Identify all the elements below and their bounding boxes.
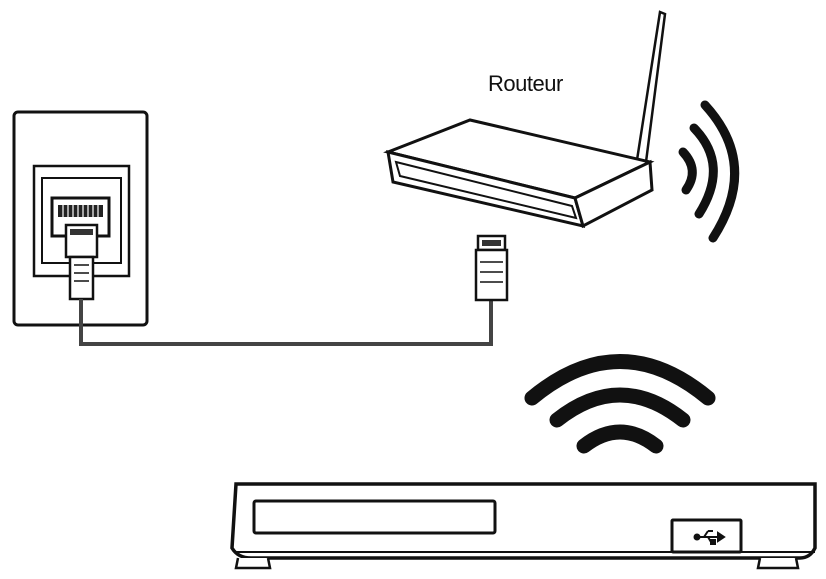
router-side (573, 159, 654, 229)
usb-port (670, 518, 743, 554)
ethernet-port-contacts (58, 205, 103, 217)
wall-socket (12, 110, 149, 327)
disc-tray (252, 499, 497, 535)
rj45-plug-wall (64, 223, 99, 301)
media-player (230, 482, 817, 570)
usb-icon (693, 530, 726, 545)
wifi-signal-icon (524, 354, 716, 454)
router-antenna (635, 10, 667, 164)
ethernet-cable (79, 299, 493, 346)
player-feet (234, 557, 800, 570)
router: Routeur (383, 10, 667, 302)
wifi-waves-icon (678, 100, 740, 243)
router-front-groove (394, 160, 578, 220)
router-label: Routeur (488, 71, 563, 96)
rj45-plug-router (474, 234, 509, 302)
